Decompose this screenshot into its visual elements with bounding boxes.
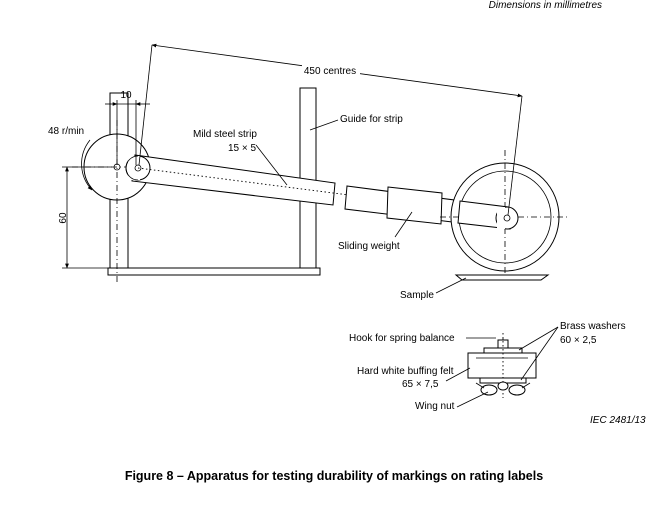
strip-end bbox=[457, 200, 519, 230]
iec-reference: IEC 2481/13 bbox=[590, 415, 646, 426]
hook-callout: Hook for spring balance bbox=[349, 333, 496, 344]
figure-caption: Figure 8 – Apparatus for testing durabil… bbox=[125, 469, 543, 483]
washers-callout: Brass washers 60 × 2,5 bbox=[518, 321, 626, 381]
sample-plate bbox=[454, 274, 550, 281]
felt-callout: Hard white buffing felt 65 × 7,5 bbox=[357, 366, 471, 390]
washers-name-label: Brass washers bbox=[560, 321, 626, 332]
wing-nut-label: Wing nut bbox=[415, 401, 455, 412]
strip-callout: Mild steel strip 15 × 5 bbox=[193, 129, 288, 186]
dim-60-label: 60 bbox=[58, 212, 69, 224]
dimension-450: 450 centres bbox=[138, 43, 523, 216]
strip-name-label: Mild steel strip bbox=[193, 129, 257, 140]
base-plate bbox=[107, 267, 321, 276]
sliding-weight bbox=[386, 186, 443, 225]
guide-label: Guide for strip bbox=[340, 114, 403, 125]
washers-size-label: 60 × 2,5 bbox=[560, 335, 597, 346]
hook-label: Hook for spring balance bbox=[349, 333, 455, 344]
dimension-10: 10 bbox=[105, 90, 150, 165]
guide-callout: Guide for strip bbox=[309, 114, 403, 131]
felt-size-label: 65 × 7,5 bbox=[402, 379, 439, 390]
centres-label: 450 centres bbox=[304, 66, 356, 77]
dimension-60: 60 bbox=[58, 166, 112, 269]
rotation-arrow: 48 r/min bbox=[48, 126, 93, 191]
felt-assembly bbox=[467, 333, 537, 398]
sample-callout: Sample bbox=[400, 277, 467, 301]
sliding-weight-label: Sliding weight bbox=[338, 241, 400, 252]
speed-label: 48 r/min bbox=[48, 126, 84, 137]
dimensions-note: Dimensions in millimetres bbox=[489, 0, 602, 11]
sample-label: Sample bbox=[400, 290, 434, 301]
dim-10-label: 10 bbox=[120, 90, 132, 101]
wing-nut-callout: Wing nut bbox=[415, 391, 489, 412]
weight-callout: Sliding weight bbox=[338, 211, 413, 252]
felt-name-label: Hard white buffing felt bbox=[357, 366, 454, 377]
strip-size-label: 15 × 5 bbox=[228, 143, 257, 154]
